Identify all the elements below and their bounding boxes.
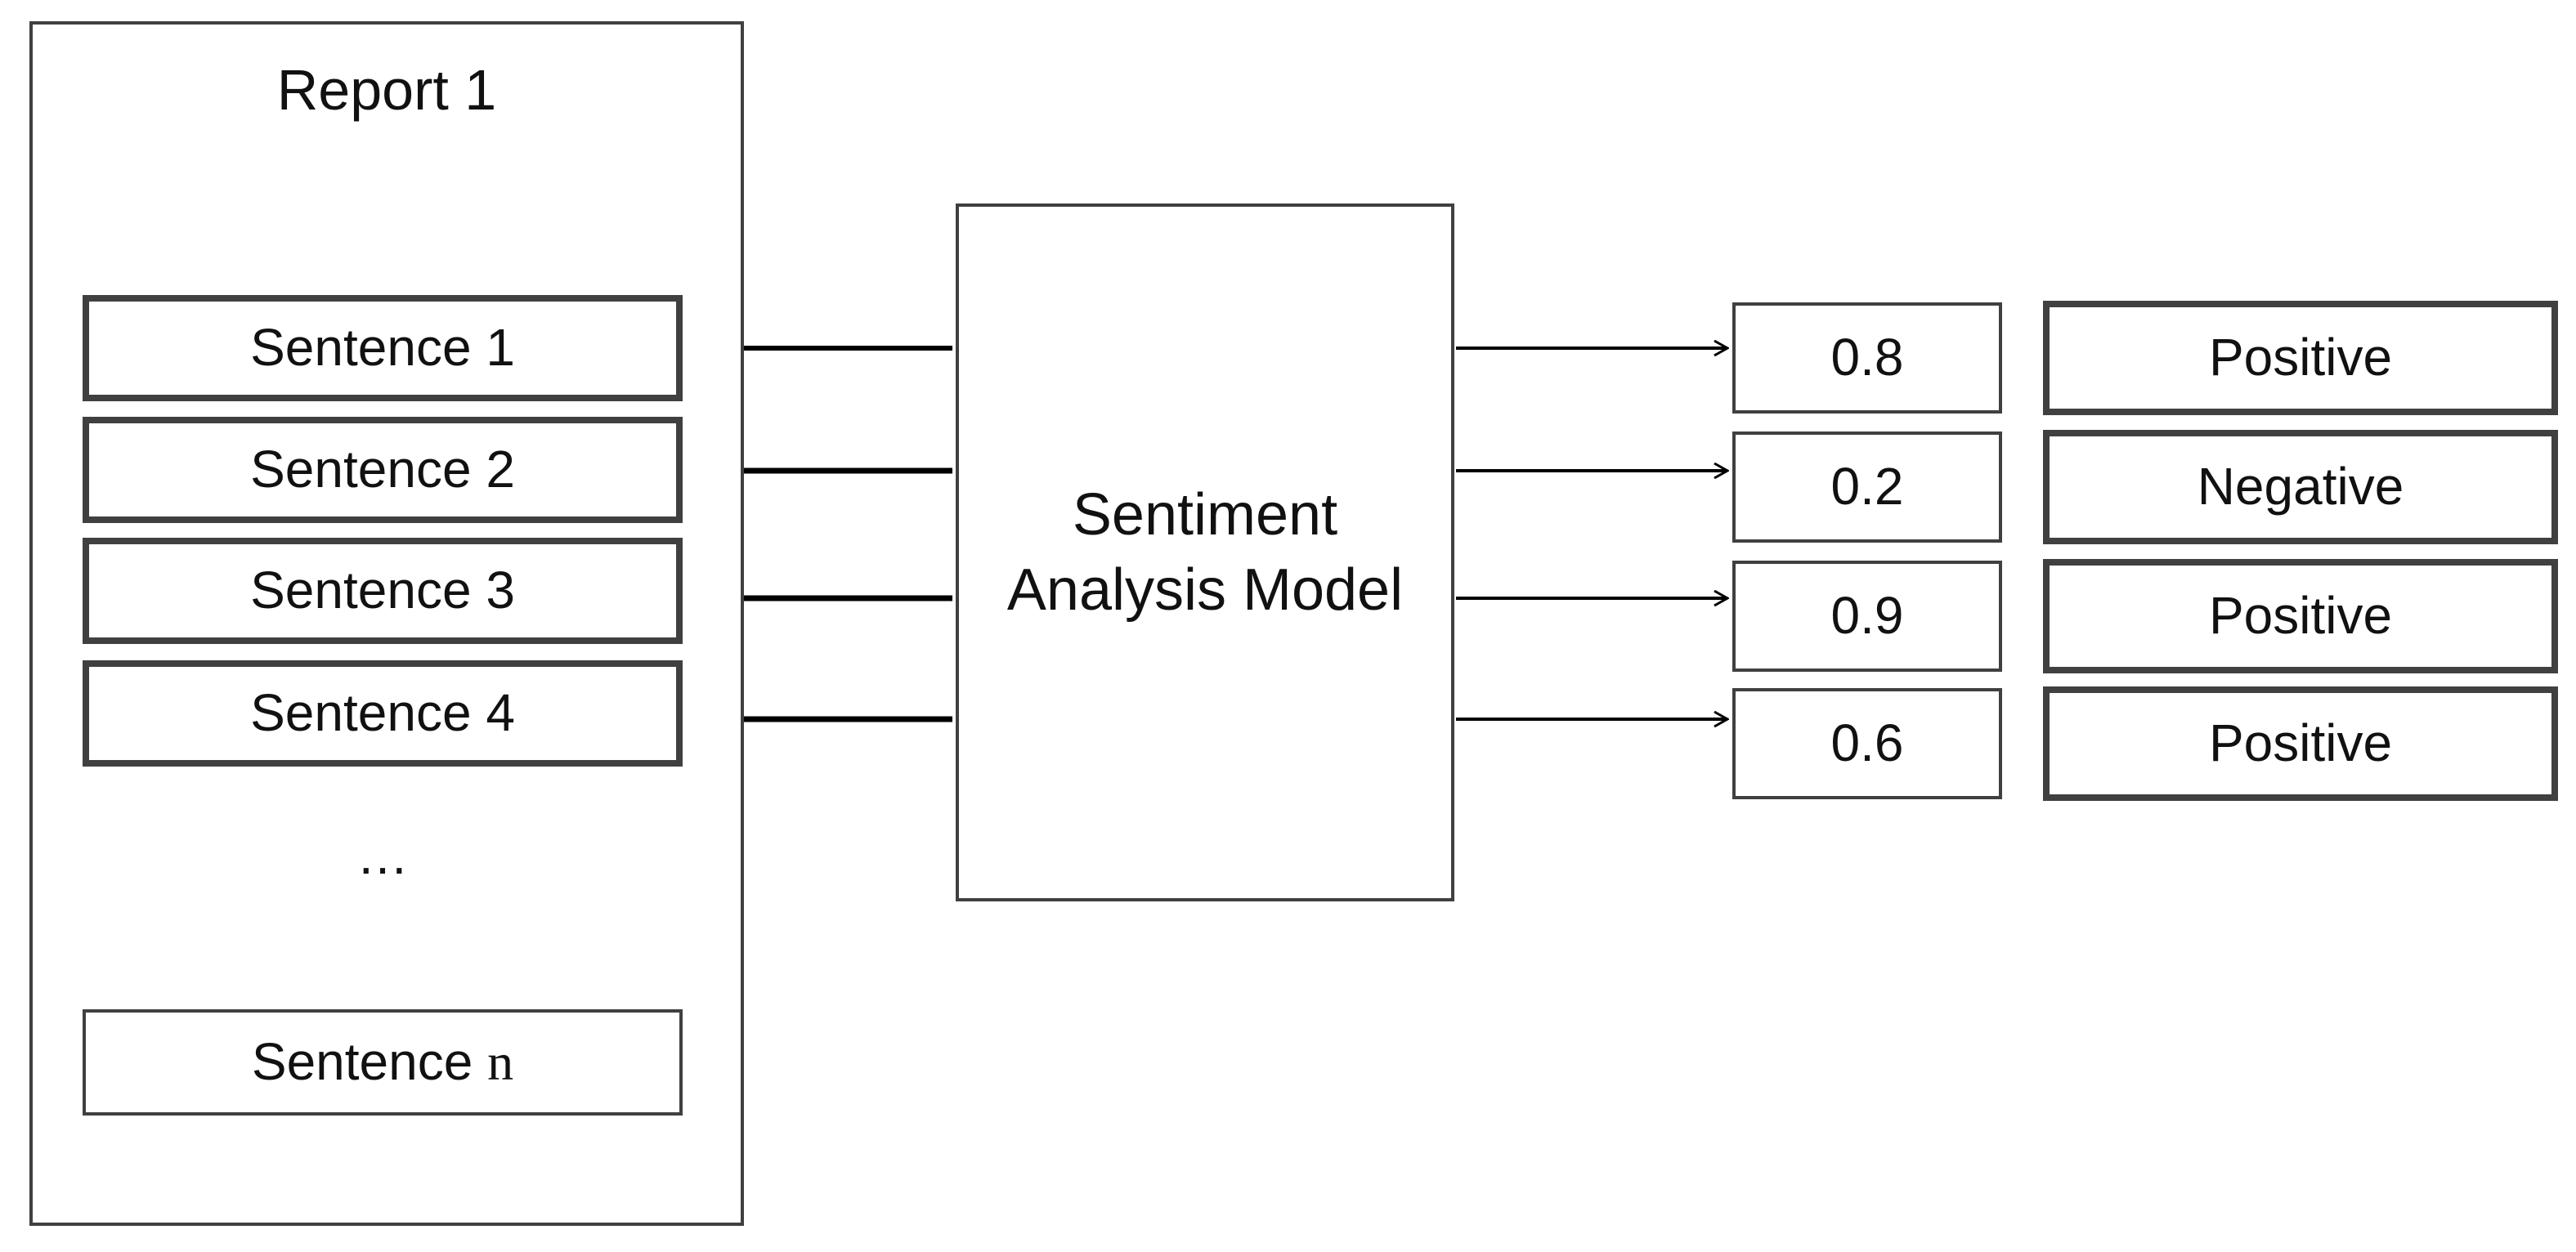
sentence-box-2: Sentence 2 — [83, 417, 683, 523]
score-box-4: 0.6 — [1732, 688, 2002, 799]
sentence-ellipsis: … — [356, 826, 409, 885]
sentiment-label-3: Positive — [2043, 559, 2558, 673]
sentiment-label-1: Positive — [2043, 301, 2558, 415]
sentiment-analysis-model-box: Sentiment Analysis Model — [956, 203, 1454, 901]
sentence-box-4: Sentence 4 — [83, 660, 683, 767]
score-box-3: 0.9 — [1732, 561, 2002, 672]
sentence-box-n: Sentence n — [83, 1009, 683, 1116]
score-box-1: 0.8 — [1732, 302, 2002, 414]
score-box-2: 0.2 — [1732, 431, 2002, 543]
sentence-box-1: Sentence 1 — [83, 295, 683, 401]
sentiment-label-2: Negative — [2043, 430, 2558, 544]
sentence-n-prefix: Sentence — [251, 1032, 488, 1092]
report-title: Report 1 — [276, 58, 497, 122]
sentiment-label-4: Positive — [2043, 686, 2558, 801]
sentence-box-3: Sentence 3 — [83, 538, 683, 644]
sentence-n-variable: n — [487, 1033, 514, 1092]
